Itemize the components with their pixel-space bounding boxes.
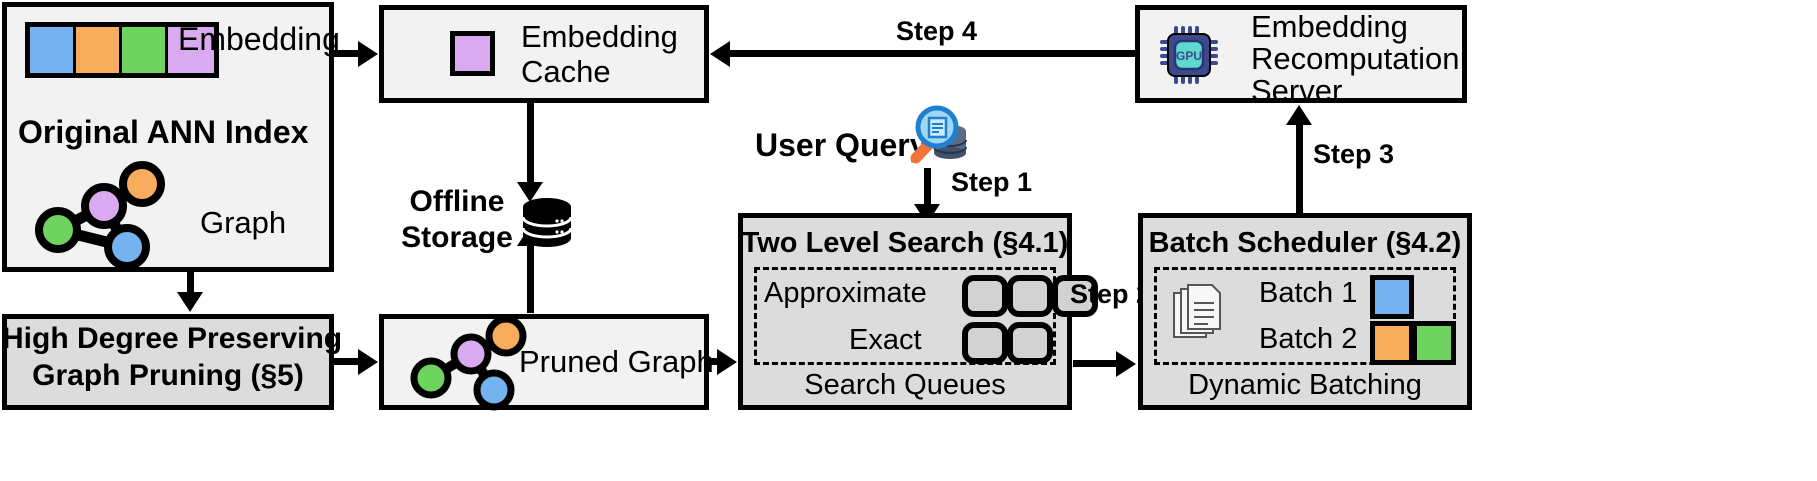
batch-scheduler-title: Batch Scheduler (§4.2) bbox=[1148, 227, 1462, 259]
arrow-pruned-to-search-head bbox=[717, 349, 737, 375]
step4-label: Step 4 bbox=[896, 16, 978, 46]
pruned-graph-label: Pruned Graph bbox=[519, 344, 714, 379]
database-cylinder-icon bbox=[521, 198, 573, 247]
arrow-step3-head bbox=[1286, 105, 1312, 125]
recomputation-server-line2: Recomputation bbox=[1251, 41, 1460, 76]
embedding-cell-orange bbox=[76, 27, 122, 73]
embedding-cache-purple-square-icon bbox=[450, 31, 495, 76]
batch-2-item-green bbox=[1412, 321, 1456, 365]
recomputation-server-line1: Embedding bbox=[1251, 9, 1408, 44]
arrow-pruning-to-pruned-shaft bbox=[334, 358, 362, 365]
arrow-step3-shaft bbox=[1296, 123, 1303, 215]
batch-1-items bbox=[1370, 275, 1414, 319]
embedding-label: Embedding bbox=[178, 21, 340, 57]
embedding-cell-blue bbox=[30, 27, 76, 73]
exact-queue-slots bbox=[962, 322, 1053, 364]
arrow-step2-shaft bbox=[1073, 360, 1121, 367]
graph-label: Graph bbox=[200, 205, 287, 240]
user-query-label: User Query bbox=[755, 127, 928, 163]
search-queues-footer: Search Queues bbox=[804, 369, 1006, 401]
arrow-step4-shaft bbox=[727, 50, 1135, 57]
step1-label: Step 1 bbox=[951, 167, 1033, 197]
two-level-search-box bbox=[738, 213, 1072, 410]
arrow-step1-shaft bbox=[924, 168, 931, 208]
step2-label: Step 2 bbox=[1070, 279, 1152, 309]
original-graph-illustration bbox=[32, 161, 177, 270]
batch-1-item-blue bbox=[1370, 275, 1414, 319]
arrow-step2-head bbox=[1116, 351, 1136, 377]
approximate-queue-slots bbox=[962, 275, 1098, 317]
arrow-pruned-to-storage-shaft bbox=[527, 243, 534, 313]
embedding-strip bbox=[25, 22, 219, 78]
embedding-cell-purple bbox=[168, 27, 214, 73]
embedding-cache-label-line2: Cache bbox=[521, 54, 611, 89]
batch-1-label: Batch 1 bbox=[1259, 277, 1358, 309]
embedding-cache-label-line1: Embedding bbox=[521, 19, 678, 54]
arrow-index-to-pruning-shaft bbox=[187, 272, 194, 297]
arrow-cache-to-storage-shaft bbox=[527, 103, 534, 186]
approximate-slot[interactable] bbox=[1007, 275, 1053, 317]
arrow-index-to-cache-shaft bbox=[334, 50, 362, 57]
magnifier-database-icon bbox=[903, 102, 969, 168]
documents-stack-icon bbox=[1172, 283, 1226, 347]
approximate-slot[interactable] bbox=[962, 275, 1008, 317]
batch-2-item-orange bbox=[1370, 321, 1414, 365]
svg-text:GPU: GPU bbox=[1176, 49, 1202, 63]
graph-pruning-box bbox=[2, 314, 334, 410]
approximate-label: Approximate bbox=[764, 277, 927, 309]
graph-pruning-title-line2: Graph Pruning (§5) bbox=[32, 359, 304, 392]
graph-pruning-title-line1: High Degree Preserving bbox=[2, 322, 343, 355]
approximate-slot[interactable] bbox=[1052, 275, 1098, 317]
dynamic-batching-footer: Dynamic Batching bbox=[1188, 369, 1422, 401]
arrow-pruning-to-pruned-head bbox=[358, 349, 378, 375]
original-ann-index-title: Original ANN Index bbox=[18, 114, 309, 150]
embedding-cell-green bbox=[122, 27, 168, 73]
recomputation-server-line3: Server bbox=[1251, 73, 1343, 108]
dynamic-batching-dashed-region bbox=[1154, 267, 1456, 365]
arrow-step4-head bbox=[710, 41, 730, 67]
pruned-graph-illustration bbox=[406, 315, 536, 411]
two-level-search-title: Two Level Search (§4.1) bbox=[741, 227, 1069, 259]
exact-slot[interactable] bbox=[1007, 322, 1053, 364]
exact-label: Exact bbox=[849, 324, 922, 356]
offline-storage-label-line2: Storage bbox=[401, 221, 513, 254]
embedding-cache-box bbox=[379, 5, 709, 103]
arrow-index-to-pruning-head bbox=[177, 292, 203, 312]
step3-label: Step 3 bbox=[1313, 139, 1395, 169]
search-queues-dashed-region bbox=[754, 267, 1056, 365]
batch-2-items bbox=[1370, 321, 1456, 365]
gpu-chip-icon: GPU bbox=[1160, 26, 1218, 84]
exact-slot[interactable] bbox=[962, 322, 1008, 364]
arrow-index-to-cache-head bbox=[358, 41, 378, 67]
recomputation-server-box bbox=[1135, 5, 1467, 103]
batch-2-label: Batch 2 bbox=[1259, 323, 1358, 355]
arrow-cache-to-storage-head bbox=[517, 182, 543, 202]
offline-storage-label-line1: Offline bbox=[409, 185, 505, 218]
